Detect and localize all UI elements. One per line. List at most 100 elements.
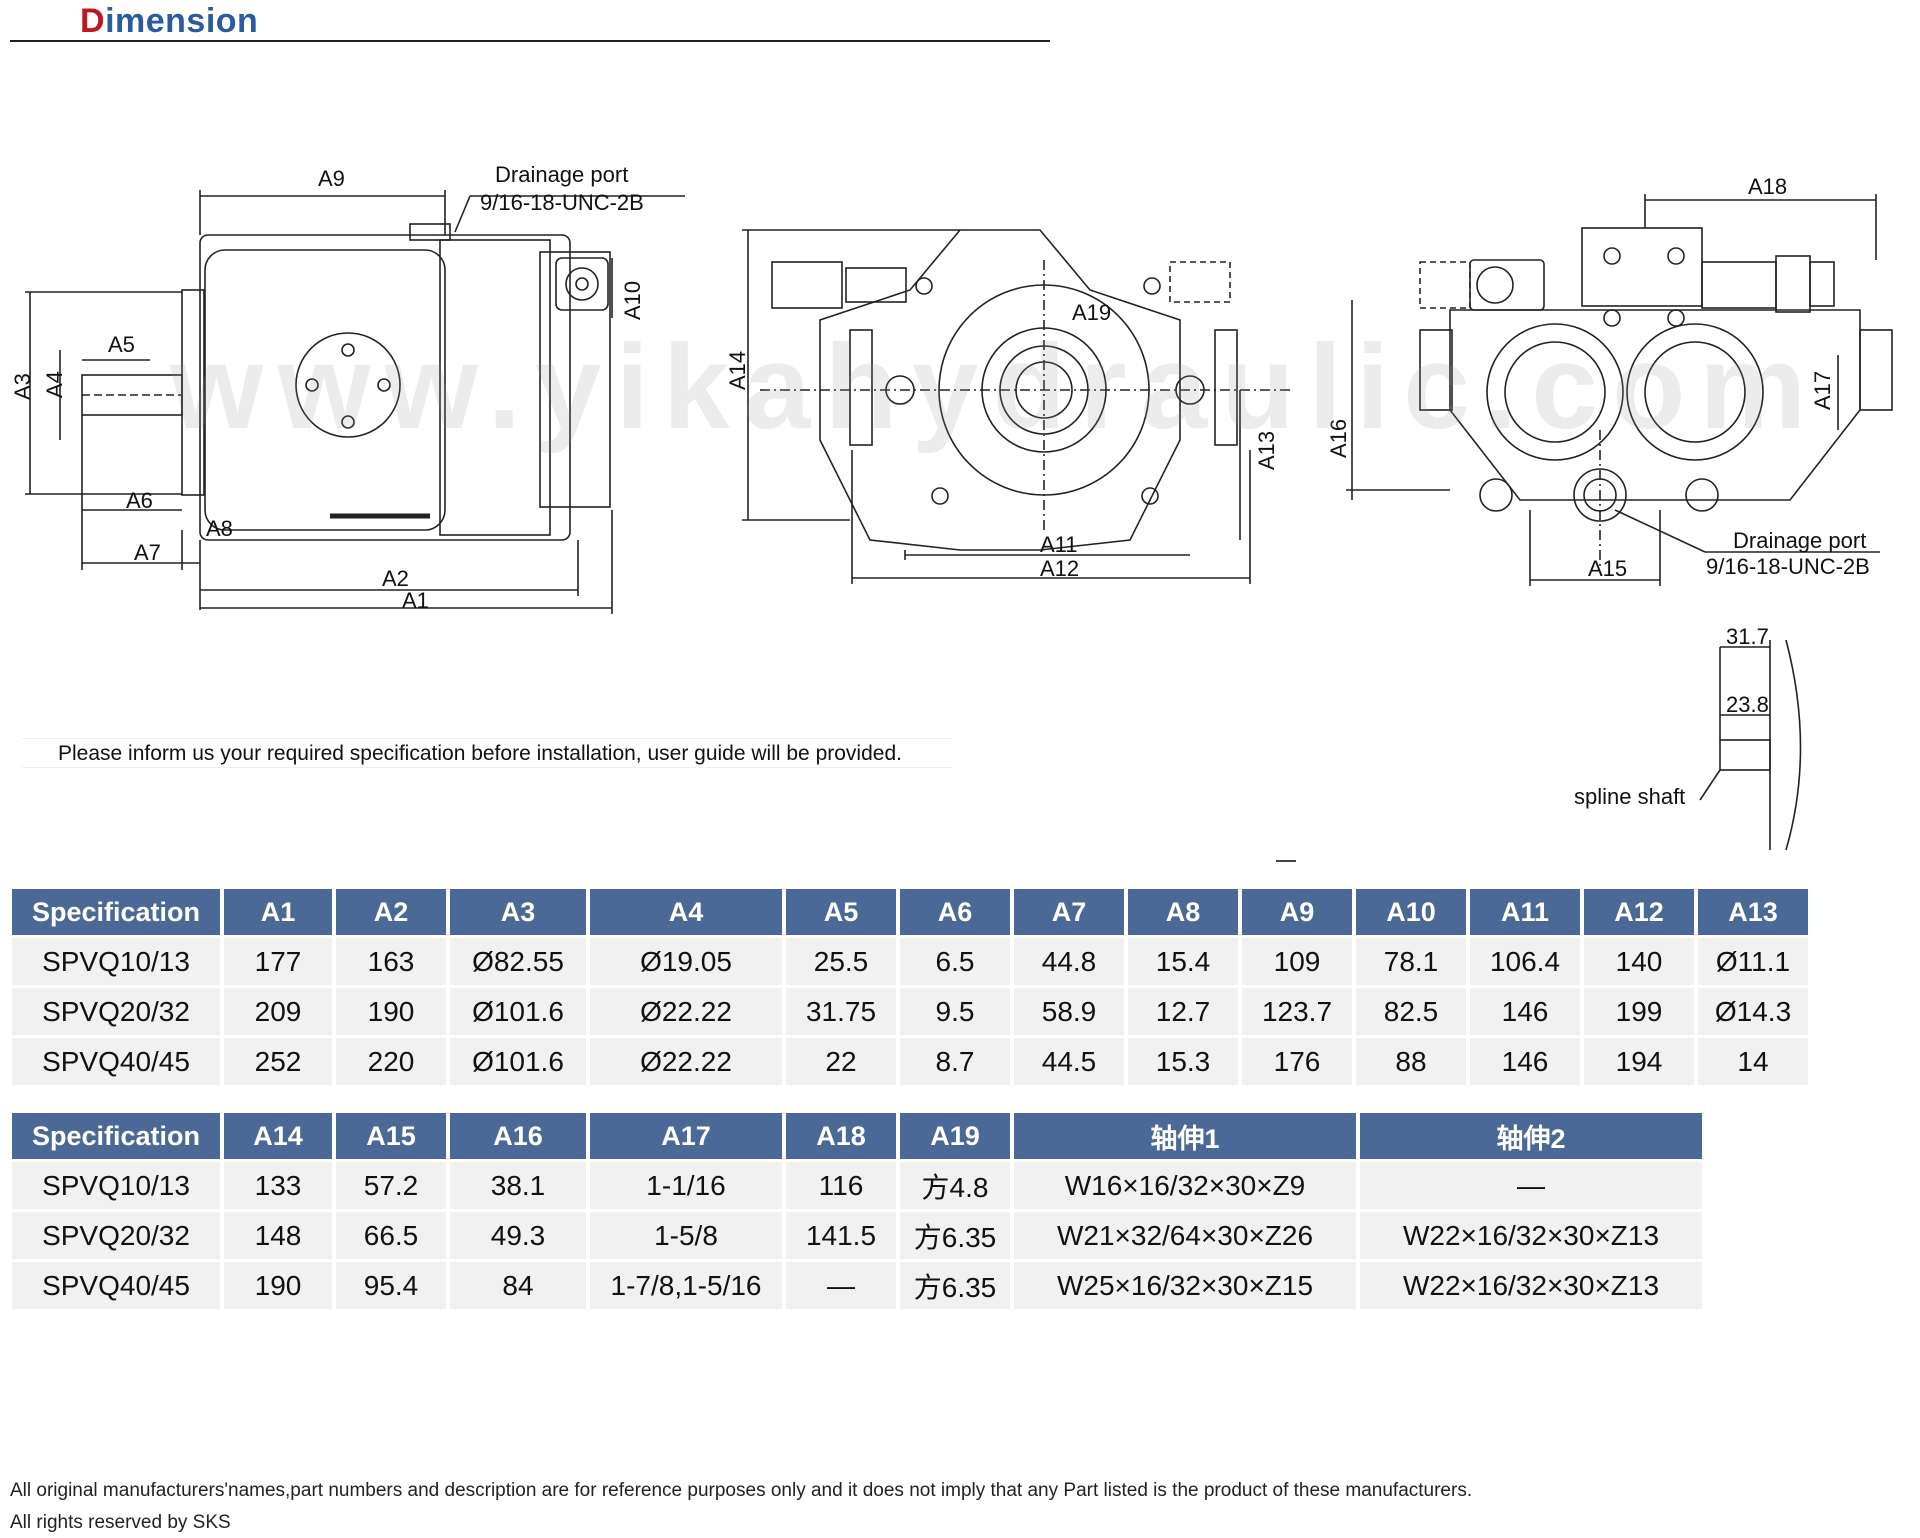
table-cell: 9.5 — [900, 988, 1010, 1035]
label-a5: A5 — [108, 332, 135, 357]
table-cell: 148 — [224, 1212, 332, 1259]
column-header: 轴伸2 — [1360, 1113, 1702, 1159]
column-header: A13 — [1698, 889, 1808, 935]
label-a3: A3 — [10, 373, 35, 400]
table-cell: 177 — [224, 938, 332, 985]
table-cell: 199 — [1584, 988, 1694, 1035]
table-cell: 31.75 — [786, 988, 896, 1035]
table-cell: W21×32/64×30×Z26 — [1014, 1212, 1356, 1259]
label-a16: A16 — [1326, 419, 1351, 458]
table-cell: Ø11.1 — [1698, 938, 1808, 985]
table-cell: W22×16/32×30×Z13 — [1360, 1262, 1702, 1309]
table-cell: 15.4 — [1128, 938, 1238, 985]
table-cell: 38.1 — [450, 1162, 586, 1209]
table-cell: 方4.8 — [900, 1162, 1010, 1209]
table-cell: 8.7 — [900, 1038, 1010, 1085]
label-a1: A1 — [402, 588, 429, 613]
table-cell: Ø22.22 — [590, 988, 782, 1035]
title-rest: imension — [105, 2, 259, 40]
table-cell: 123.7 — [1242, 988, 1352, 1035]
table-cell: 1-1/16 — [590, 1162, 782, 1209]
table-cell: 15.3 — [1128, 1038, 1238, 1085]
table-cell: 14 — [1698, 1038, 1808, 1085]
label-a18: A18 — [1748, 174, 1787, 199]
table-cell: — — [786, 1262, 896, 1309]
table-cell: 22 — [786, 1038, 896, 1085]
label-a7: A7 — [134, 540, 161, 565]
table-cell: 176 — [1242, 1038, 1352, 1085]
table-cell: 133 — [224, 1162, 332, 1209]
table-cell: Ø82.55 — [450, 938, 586, 985]
label-spline-31: 31.7 — [1726, 624, 1769, 649]
table-cell: 57.2 — [336, 1162, 446, 1209]
column-header: A11 — [1470, 889, 1580, 935]
label-spline-shaft: spline shaft — [1574, 784, 1685, 809]
table-cell: 146 — [1470, 988, 1580, 1035]
table-cell: 12.7 — [1128, 988, 1238, 1035]
column-header: A17 — [590, 1113, 782, 1159]
rear-view — [1346, 194, 1893, 586]
watermark: www.yikahydraulic.com — [170, 320, 1821, 454]
label-a9: A9 — [318, 166, 345, 191]
column-header: A14 — [224, 1113, 332, 1159]
label-drain-spec-2: 9/16-18-UNC-2B — [1706, 554, 1870, 579]
table-cell: 1-5/8 — [590, 1212, 782, 1259]
table-cell: 66.5 — [336, 1212, 446, 1259]
table-cell: 方6.35 — [900, 1262, 1010, 1309]
label-a8: A8 — [206, 516, 233, 541]
front-view — [742, 229, 1290, 584]
table-cell: 194 — [1584, 1038, 1694, 1085]
table-cell: 44.8 — [1014, 938, 1124, 985]
table-cell: 44.5 — [1014, 1038, 1124, 1085]
column-header: A19 — [900, 1113, 1010, 1159]
column-header: A3 — [450, 889, 586, 935]
column-header: A18 — [786, 1113, 896, 1159]
table-cell: 6.5 — [900, 938, 1010, 985]
table-cell: 190 — [336, 988, 446, 1035]
table-cell: W22×16/32×30×Z13 — [1360, 1212, 1702, 1259]
section-header: Dimension — [10, 2, 1050, 42]
label-a4: A4 — [42, 371, 67, 398]
table-cell: 190 — [224, 1262, 332, 1309]
table-cell: 116 — [786, 1162, 896, 1209]
table-cell: W16×16/32×30×Z9 — [1014, 1162, 1356, 1209]
table-cell: 106.4 — [1470, 938, 1580, 985]
label-drain-title-2: Drainage port — [1733, 528, 1866, 553]
table-cell: Ø14.3 — [1698, 988, 1808, 1035]
table-cell: 25.5 — [786, 938, 896, 985]
label-a17: A17 — [1810, 371, 1835, 410]
table-cell: SPVQ20/32 — [12, 1212, 220, 1259]
table-cell: W25×16/32×30×Z15 — [1014, 1262, 1356, 1309]
label-a15: A15 — [1588, 556, 1627, 581]
table-cell: 146 — [1470, 1038, 1580, 1085]
table-cell: 84 — [450, 1262, 586, 1309]
table-cell: Ø19.05 — [590, 938, 782, 985]
column-header: A4 — [590, 889, 782, 935]
column-header: A12 — [1584, 889, 1694, 935]
label-a14: A14 — [725, 351, 750, 390]
column-header: 轴伸1 — [1014, 1113, 1356, 1159]
table-cell: 209 — [224, 988, 332, 1035]
table-cell: 141.5 — [786, 1212, 896, 1259]
column-header: A15 — [336, 1113, 446, 1159]
table-cell: SPVQ10/13 — [12, 1162, 220, 1209]
column-header: A6 — [900, 889, 1010, 935]
label-a12: A12 — [1040, 556, 1079, 581]
table-cell: 78.1 — [1356, 938, 1466, 985]
table-cell: SPVQ10/13 — [12, 938, 220, 985]
label-spline-23: 23.8 — [1726, 692, 1769, 717]
table-cell: 109 — [1242, 938, 1352, 985]
divider-mark — [1276, 860, 1296, 862]
footer-rights: All rights reserved by SKS — [10, 1512, 231, 1533]
label-a11: A11 — [1040, 532, 1078, 557]
table-cell: Ø101.6 — [450, 1038, 586, 1085]
column-header: Specification — [12, 1113, 220, 1159]
column-header: A1 — [224, 889, 332, 935]
